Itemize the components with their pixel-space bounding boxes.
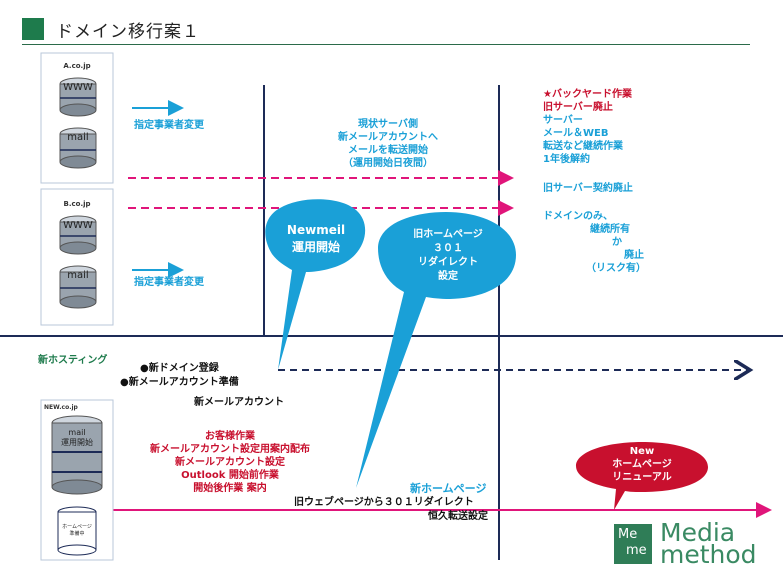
new-hosting-text: 新ホスティング bbox=[38, 355, 108, 366]
customer-work-text: お客様作業 新メールアカウント設定用案内配布 新メールアカウント設定 Outlo… bbox=[150, 431, 310, 494]
permanent-note-text: 恒久転送設定 bbox=[428, 511, 488, 522]
old-server-contract-text: 旧サーバー契約廃止 bbox=[543, 183, 633, 194]
page-title: ドメイン移行案１ bbox=[56, 22, 200, 42]
server-new-hp-icon bbox=[57, 506, 97, 556]
redirect-note-text: 旧ウェブページから３０１リダイレクト bbox=[294, 497, 474, 508]
server-a-www-label: WWW bbox=[63, 82, 93, 93]
server-new-mail-icon bbox=[51, 415, 103, 495]
server-a-mail-label: mail bbox=[67, 132, 89, 143]
domain-only-line-3: か bbox=[612, 237, 622, 248]
backyard-text: ★バックヤード作業 旧サーバー廃止 bbox=[543, 89, 632, 113]
server-b-www-label: WWW bbox=[63, 220, 93, 231]
redirect-bubble bbox=[356, 212, 516, 488]
media-method-logo-text: Media method bbox=[660, 518, 757, 569]
new-mail-prep-text: ●新メールアカウント準備 bbox=[120, 377, 239, 388]
media-method-logo-mark: Me me bbox=[614, 524, 652, 564]
domain-only-line-4: 廃止 bbox=[624, 250, 644, 261]
server-b-mail-label: mail bbox=[67, 270, 89, 281]
newmeil-bubble-text: Newmeil 運用開始 bbox=[286, 223, 346, 254]
header-square bbox=[22, 18, 44, 40]
newmeil-bubble bbox=[265, 199, 366, 370]
domain-only-line-5: （リスク有） bbox=[586, 263, 646, 274]
new-homepage-text: 新ホームページ bbox=[410, 482, 487, 495]
server-b-www-icon bbox=[59, 215, 97, 255]
a-change-text: 指定事業者変更 bbox=[134, 120, 204, 131]
domain-only-line-1: ドメインのみ、 bbox=[543, 211, 613, 222]
server-b-mail-icon bbox=[59, 265, 97, 309]
new-domain-text: ●新ドメイン登録 bbox=[140, 363, 219, 374]
server-a-mail-icon bbox=[59, 127, 97, 169]
server-side-text: サーバー メール＆WEB 転送など継続作業 1年後解約 bbox=[543, 115, 623, 165]
renewal-bubble bbox=[576, 442, 708, 510]
server-new-label: NEW.co.jp bbox=[44, 404, 78, 411]
server-new-hp-label: ホームページ準備中 bbox=[62, 524, 92, 537]
header-divider bbox=[22, 44, 750, 45]
server-b-label: B.co.jp bbox=[63, 200, 91, 208]
new-mail-account-text: 新メールアカウント bbox=[194, 397, 284, 408]
server-a-label: A.co.jp bbox=[63, 62, 91, 70]
redirect-bubble-text: 旧ホームページ ３０１ リダイレクト 設定 bbox=[413, 229, 483, 282]
domain-only-line-2: 継続所有 bbox=[590, 224, 630, 235]
server-a-www-icon bbox=[59, 77, 97, 117]
renewal-bubble-text: New ホームページ リニューアル bbox=[612, 446, 672, 483]
current-server-text: 現状サーバ側 新メールアカウントへ メールを転送開始 （運用開始日夜間） bbox=[338, 119, 438, 169]
b-change-text: 指定事業者変更 bbox=[134, 277, 204, 288]
